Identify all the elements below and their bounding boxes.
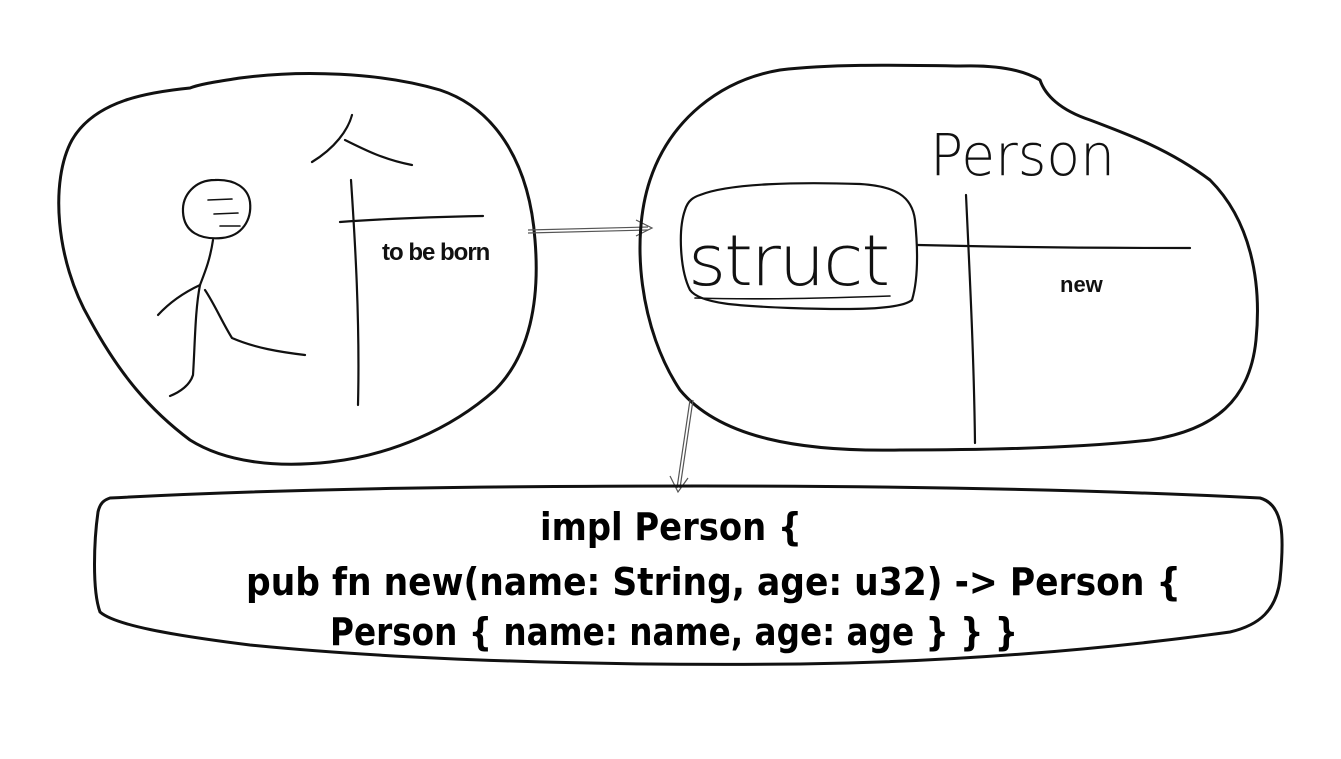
left-bubble-outline — [57, 72, 538, 466]
left-bubble: to be born — [57, 72, 538, 466]
arrow-right-to-code — [669, 399, 694, 494]
left-bubble-label: to be born — [382, 239, 490, 266]
code-line-1: impl Person { — [540, 505, 802, 549]
right-bubble-outline — [638, 63, 1259, 452]
stick-figure-icon — [156, 178, 307, 398]
code-line-3: Person { name: name, age: age } } } — [330, 610, 1018, 654]
code-box-outline — [93, 484, 1284, 666]
person-title: Person — [930, 121, 1115, 189]
t-chart — [310, 113, 485, 407]
right-bubble: struct Person new — [638, 63, 1259, 452]
code-box: impl Person { pub fn new(name: String, a… — [93, 484, 1284, 666]
arrow-left-to-right — [527, 219, 654, 237]
code-line-2: pub fn new(name: String, age: u32) -> Pe… — [246, 560, 1181, 604]
new-label: new — [1060, 272, 1104, 297]
struct-box-outline — [679, 182, 919, 311]
struct-label: struct — [688, 220, 888, 302]
